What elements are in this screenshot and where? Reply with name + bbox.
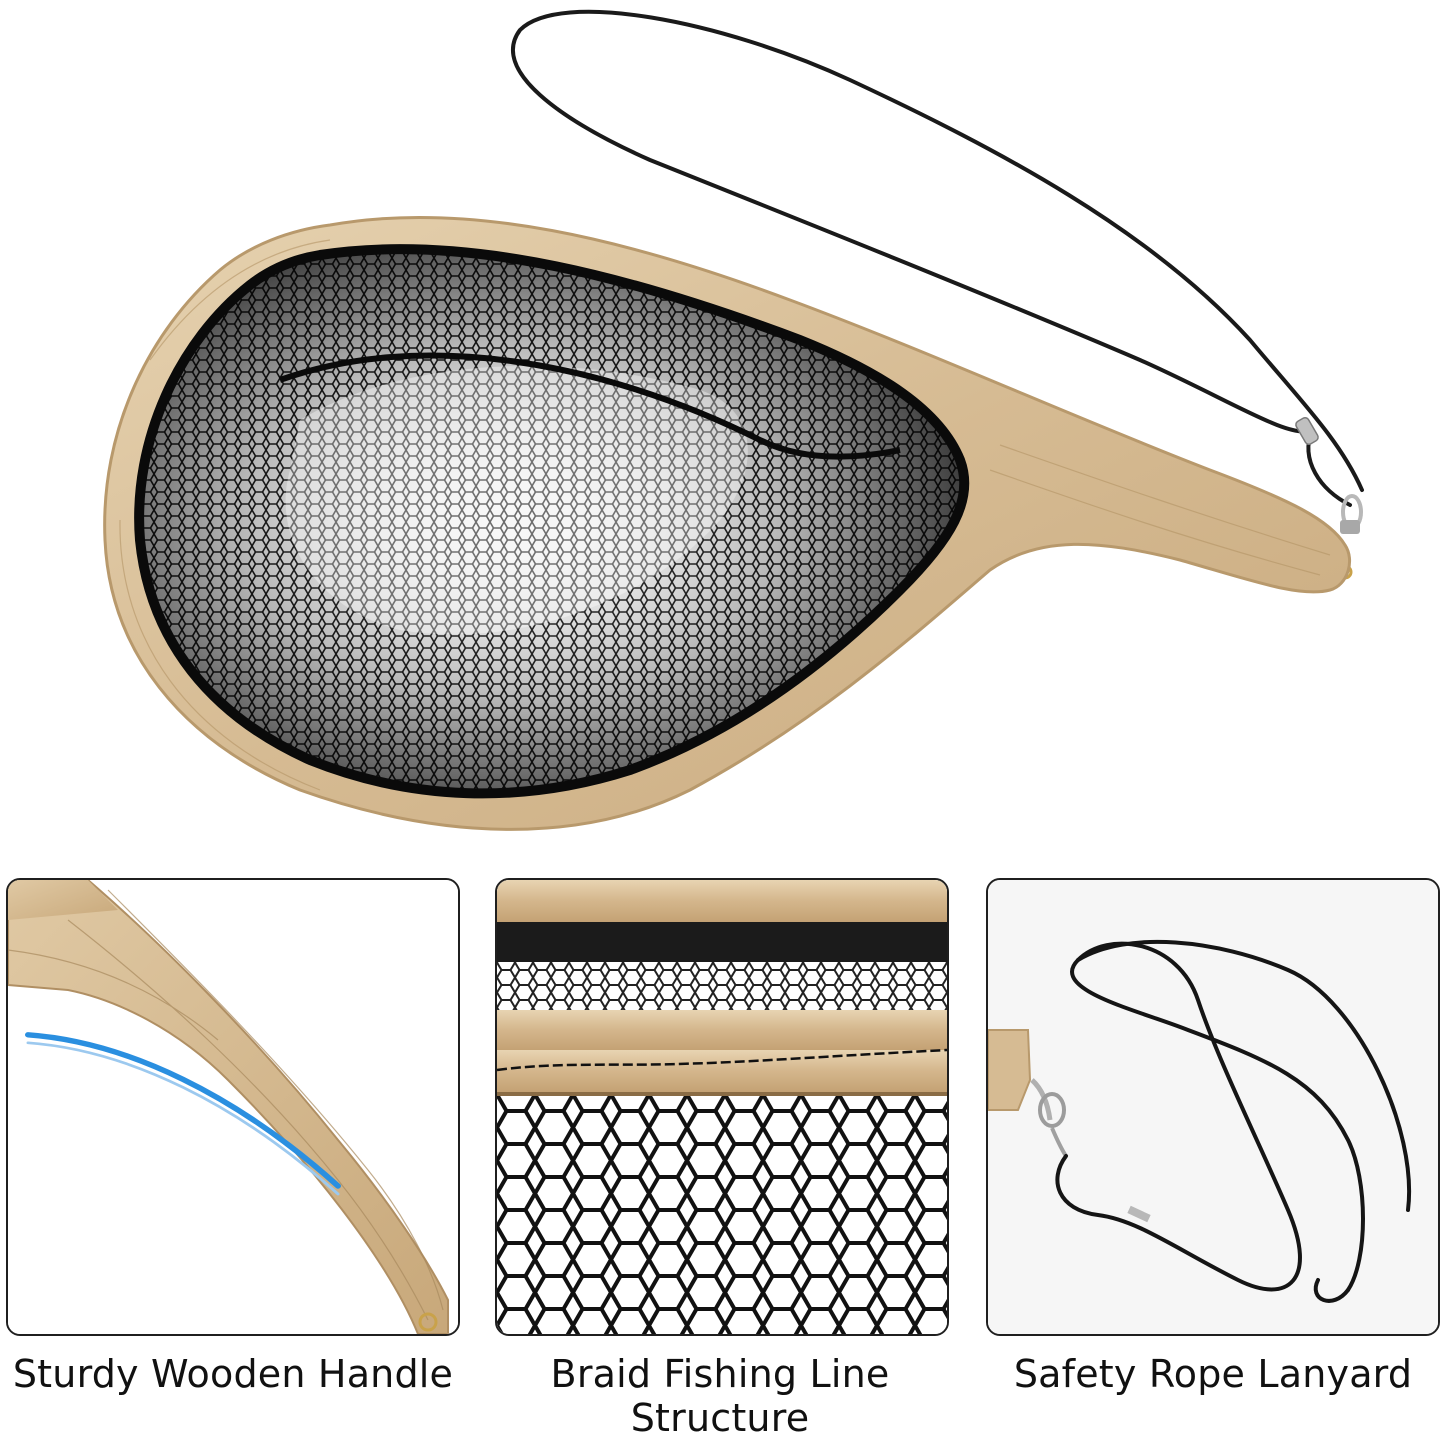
caption-braid: Braid Fishing Line Structure (550, 1352, 890, 1440)
handle-closeup-panel (6, 878, 460, 1336)
caption-lanyard: Safety Rope Lanyard (1013, 1352, 1413, 1396)
caption-handle: Sturdy Wooden Handle (12, 1352, 454, 1396)
landing-net-product-image (103, 9, 1364, 831)
lanyard-closeup-image (988, 880, 1438, 1334)
braid-closeup-image (497, 880, 947, 1334)
handle-closeup-image (8, 880, 458, 1334)
lanyard-closeup-panel (986, 878, 1440, 1336)
braid-closeup-panel (495, 878, 949, 1336)
wood-grain (119, 239, 1331, 791)
